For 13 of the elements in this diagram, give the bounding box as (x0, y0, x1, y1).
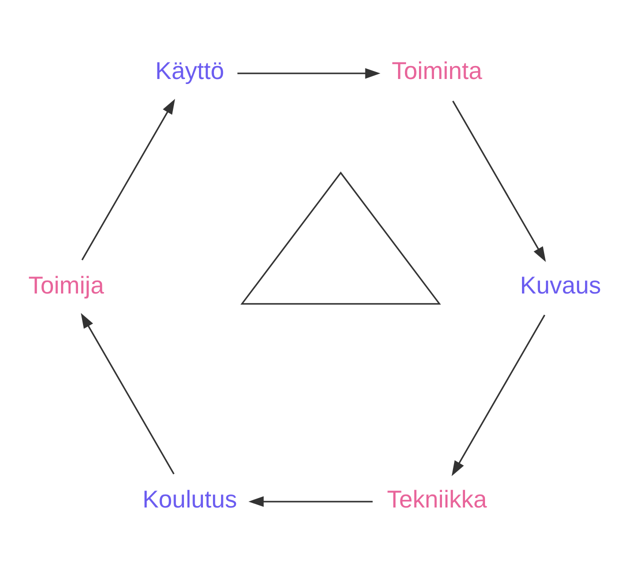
node-text: Tekniikka (386, 486, 487, 513)
node-triangle (240, 171, 441, 304)
arrow (237, 68, 380, 78)
arrow (81, 98, 176, 260)
node-text: Toiminta (392, 58, 482, 85)
node-text: Toimija (28, 272, 104, 299)
arrow (452, 100, 546, 262)
arrow (248, 496, 373, 506)
node-text: Kuvaus (520, 272, 602, 299)
arrow (80, 312, 175, 474)
arrow (452, 314, 546, 476)
node-text: Käyttö (155, 58, 224, 85)
node-text: Koulutus (142, 486, 238, 513)
